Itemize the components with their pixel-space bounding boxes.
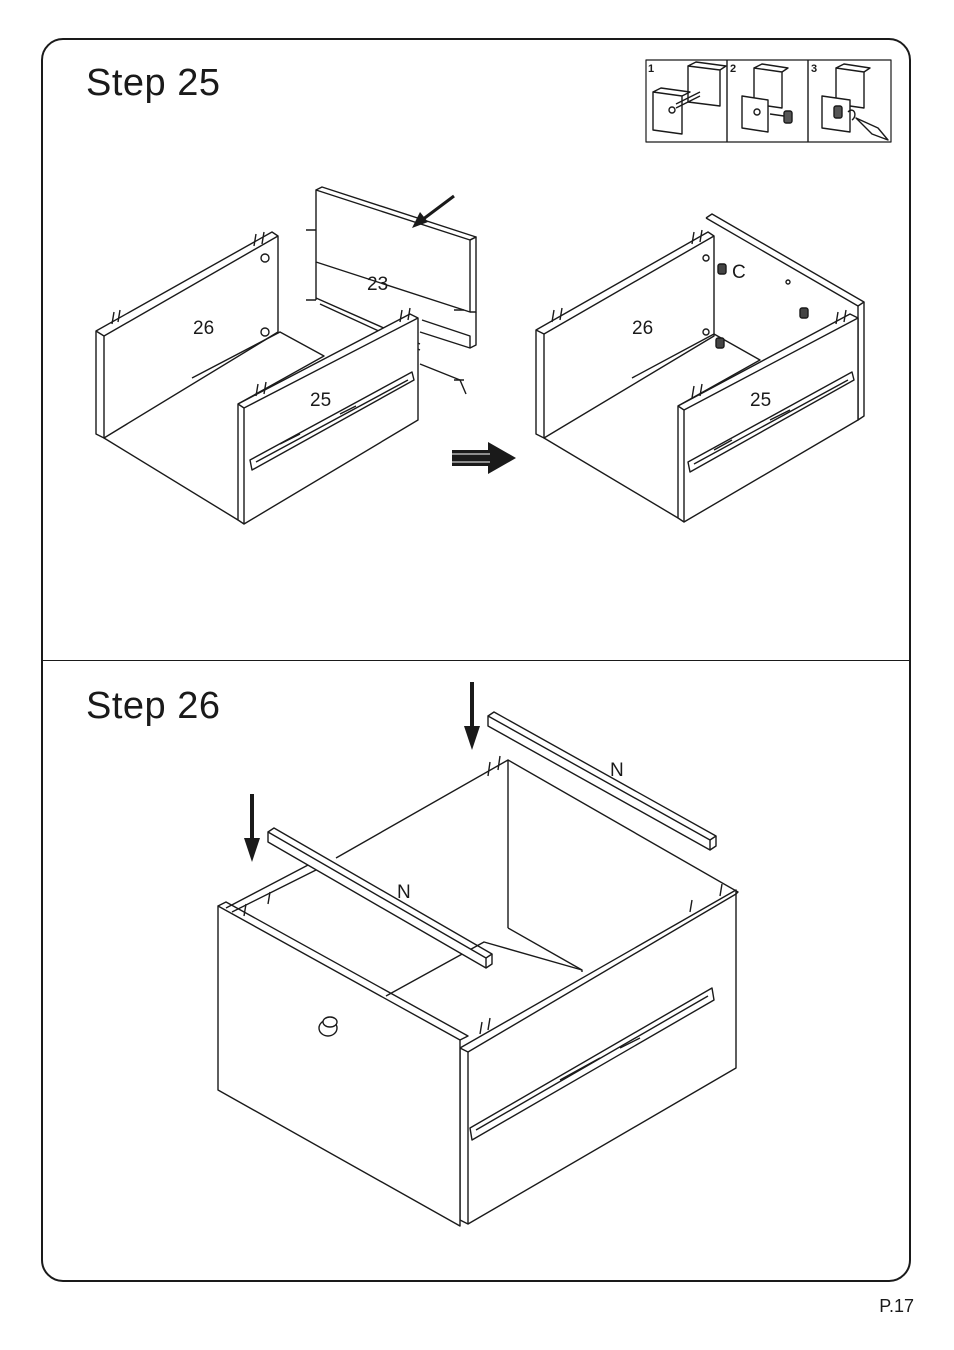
part-label-23: 23 — [367, 274, 388, 295]
step-26-drawing — [218, 712, 738, 1226]
part-label-26: 26 — [632, 318, 653, 339]
part-label-25: 25 — [750, 390, 771, 411]
guide-index-2: 2 — [730, 63, 736, 75]
down-arrow-icon — [244, 794, 260, 862]
down-arrow-icon — [464, 682, 480, 750]
step-25-after-drawing — [536, 214, 864, 522]
part-label-n: N — [397, 882, 411, 903]
guide-frame-3 — [822, 64, 888, 140]
hardware-guide — [646, 60, 891, 142]
guide-frame-1 — [653, 62, 726, 134]
page-number: P.17 — [879, 1296, 914, 1317]
part-label-25: 25 — [310, 390, 331, 411]
guide-index-1: 1 — [648, 63, 654, 75]
result-arrow-icon — [452, 442, 516, 474]
guide-frame-2 — [742, 64, 792, 132]
part-label-n: N — [610, 760, 624, 781]
fastener-label-c: C — [732, 262, 746, 283]
guide-index-3: 3 — [811, 63, 817, 75]
part-label-26: 26 — [193, 318, 214, 339]
step-25-before-drawing — [96, 187, 476, 524]
